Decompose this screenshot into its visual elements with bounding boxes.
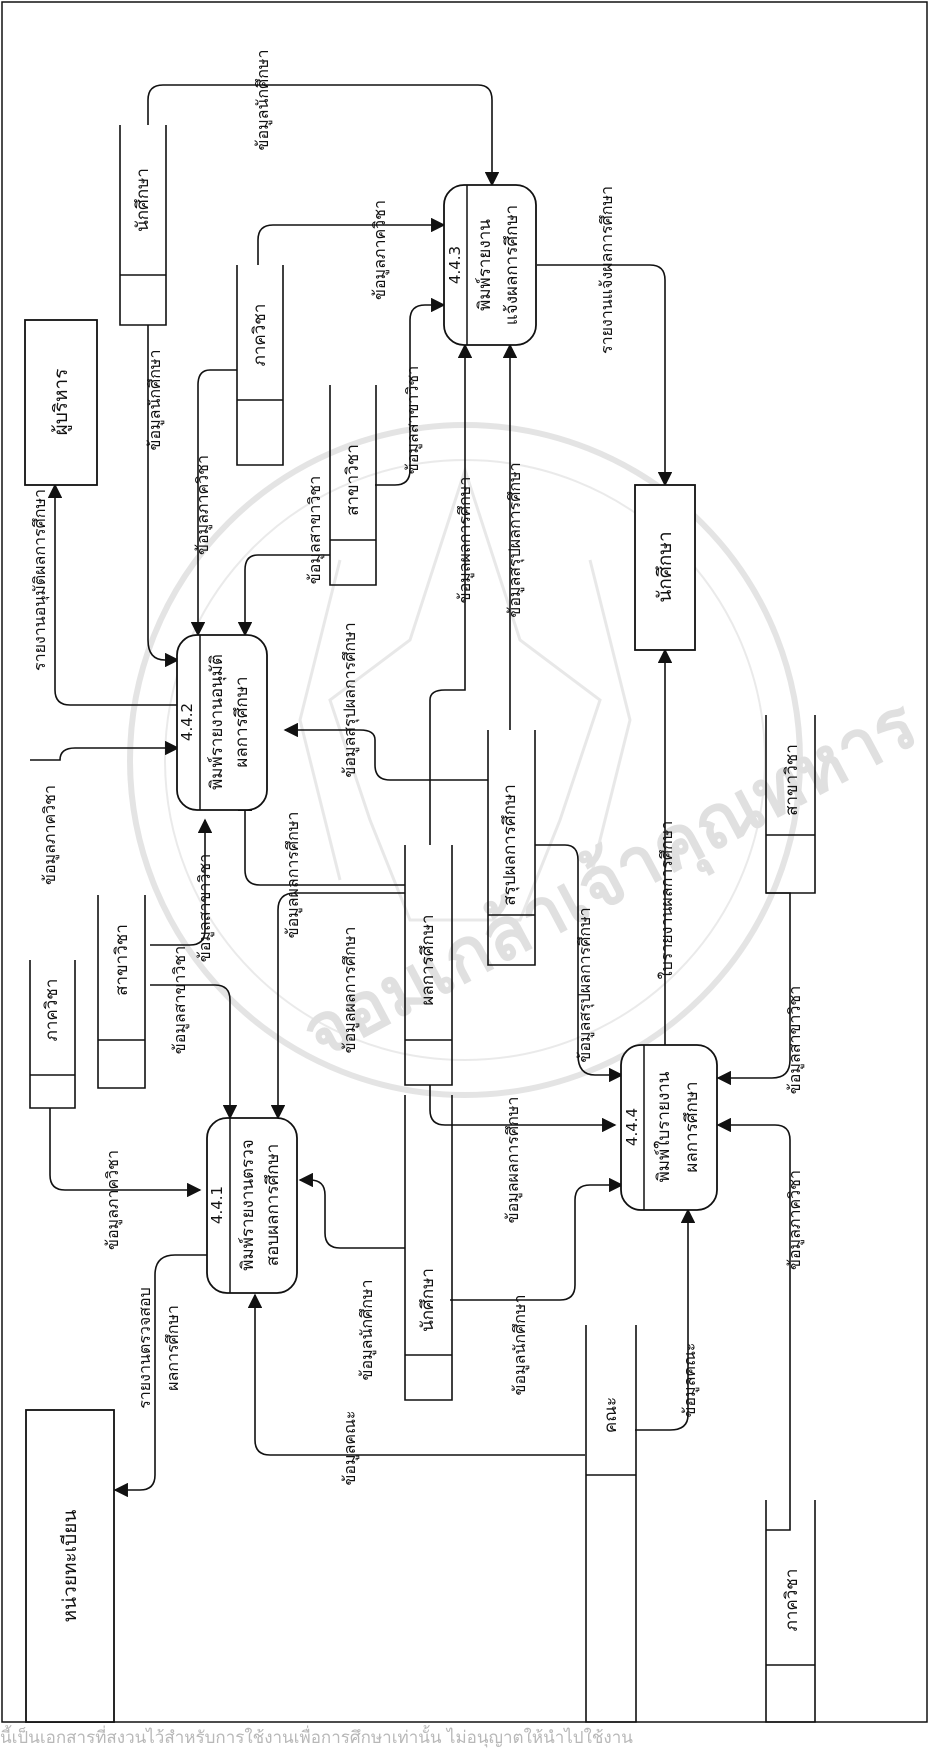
process-title-line1: พิมพ์รายงานอนุมัติ: [207, 654, 227, 790]
svg-text:ผลการศึกษา: ผลการศึกษา: [418, 914, 438, 1005]
flow-label: ข้อมูลผลการศึกษา: [340, 927, 360, 1054]
entity-executive: ผู้บริหาร: [24, 319, 98, 486]
process-id: 4.4.3: [446, 246, 464, 284]
store-grade-summary: สรุปผลการศึกษา: [487, 730, 536, 966]
process-title-line1: พิมพ์ใบรายงาน: [653, 1071, 674, 1182]
store-major-2: สาขาวิชา: [329, 385, 377, 586]
store-student-1: นักศึกษา: [404, 1095, 453, 1401]
footer-notice: นี้เป็นเอกสารที่สงวนไว้สำหรับการใช้งานเพ…: [0, 1728, 633, 1748]
flow-label: ข้อมูลนักศึกษา: [510, 1295, 530, 1396]
store-major-3: สาขาวิชา: [765, 715, 816, 894]
flow-label: ข้อมูลคณะ: [680, 1342, 700, 1417]
flow-label: ข้อมูลสาขาวิชา: [785, 986, 805, 1094]
flow-label: ข้อมูลภาควิชา: [40, 785, 60, 885]
process-title-line2: ผลการศึกษา: [232, 676, 252, 767]
flow-label: ข้อมูลสาขาวิชา: [305, 476, 325, 584]
process-id: 4.4.2: [178, 703, 196, 741]
process-4-4-3: 4.4.3 พิมพ์รายงาน แจ้งผลการศึกษา: [443, 184, 537, 346]
svg-text:ภาควิชา: ภาควิชา: [250, 304, 270, 367]
flow-label: ข้อมูลสาขาวิชา: [195, 854, 215, 962]
watermark-text: จอมเกล้าเจ้าคุณทหาร: [289, 681, 929, 1079]
flow-label: ข้อมูลภาควิชา: [193, 455, 213, 555]
store-grades: ผลการศึกษา: [404, 845, 453, 1086]
flow-label: ข้อมูลภาควิชา: [785, 1170, 805, 1270]
flow-label: ข้อมูลนักศึกษา: [145, 350, 165, 451]
flow-lines: [30, 84, 791, 1531]
process-id: 4.4.4: [623, 1108, 641, 1146]
process-title-line1: พิมพ์รายงาน: [475, 219, 495, 311]
flow-label: ข้อมูลคณะ: [340, 1410, 360, 1485]
svg-text:ภาควิชา: ภาควิชา: [42, 979, 62, 1042]
svg-text:ภาควิชา: ภาควิชา: [782, 1569, 802, 1632]
svg-text:สาขาวิชา: สาขาวิชา: [112, 924, 132, 996]
entity-student: นักศึกษา: [634, 484, 696, 651]
svg-text:คณะ: คณะ: [601, 1397, 621, 1433]
process-title-line2: สอบผลการศึกษา: [263, 1144, 283, 1267]
store-department-2: ภาควิชา: [236, 265, 284, 466]
process-title-line2: ผลการศึกษา: [682, 1081, 702, 1172]
flow-label: ข้อมูลนักศึกษา: [357, 1280, 377, 1381]
svg-text:สาขาวิชา: สาขาวิชา: [343, 444, 363, 516]
process-title-line2: แจ้งผลการศึกษา: [502, 205, 522, 325]
flow-label: ข้อมูลสรุปผลการศึกษา: [340, 622, 360, 777]
flow-label: ข้อมูลผลการศึกษา: [283, 812, 303, 939]
flow-label: รายงานอนุมัติผลการศึกษา: [30, 489, 50, 671]
store-major-1: สาขาวิชา: [97, 895, 146, 1089]
process-4-4-2: 4.4.2 พิมพ์รายงานอนุมัติ ผลการศึกษา: [176, 634, 268, 811]
flow-label: ข้อมูลนักศึกษา: [253, 50, 273, 151]
flow-label: รายงานตรวจสอบ: [135, 1287, 154, 1409]
flow-label: ข้อมูลสรุปผลการศึกษา: [575, 907, 595, 1062]
flow-label: ผลการศึกษา: [163, 1305, 182, 1391]
process-id: 4.4.1: [208, 1186, 226, 1224]
flow-label: ข้อมูลผลการศึกษา: [503, 1097, 523, 1224]
svg-text:ผู้บริหาร: ผู้บริหาร: [50, 369, 72, 436]
flow-labels: ข้อมูลภาควิชา ข้อมูลภาควิชา รายงานอนุมัต…: [30, 50, 805, 1486]
process-title-line1: พิมพ์รายงานตรวจ: [238, 1139, 258, 1270]
flow-label: ข้อมูลผลการศึกษา: [455, 477, 475, 604]
flow-label: ข้อมูลภาควิชา: [370, 200, 390, 300]
flow-label: ใบรายงานผลการศึกษา: [657, 821, 676, 979]
flow-label: ข้อมูลสาขาวิชา: [403, 366, 423, 474]
svg-text:นักศึกษา: นักศึกษา: [654, 531, 676, 602]
svg-text:นักศึกษา: นักศึกษา: [133, 168, 153, 232]
flow-label: รายงานแจ้งผลการศึกษา: [597, 186, 616, 354]
flow-label: ข้อมูลสาขาวิชา: [170, 946, 190, 1054]
process-4-4-4: 4.4.4 พิมพ์ใบรายงาน ผลการศึกษา: [620, 1044, 718, 1211]
store-department-3: ภาควิชา: [765, 1500, 816, 1723]
svg-text:สาขาวิชา: สาขาวิชา: [782, 744, 802, 816]
svg-text:หน่วยทะเบียน: หน่วยทะเบียน: [59, 1510, 81, 1623]
store-student-2: นักศึกษา: [119, 125, 167, 326]
store-faculty: คณะ: [585, 1325, 637, 1723]
flow-label: ข้อมูลสรุปผลการศึกษา: [505, 462, 525, 617]
process-4-4-1: 4.4.1 พิมพ์รายงานตรวจ สอบผลการศึกษา: [206, 1117, 298, 1294]
entity-registrar: หน่วยทะเบียน: [25, 1409, 115, 1723]
svg-text:สรุปผลการศึกษา: สรุปผลการศึกษา: [500, 784, 520, 905]
store-department-1: ภาควิชา: [29, 960, 76, 1109]
flow-label: ข้อมูลภาควิชา: [103, 1150, 123, 1250]
svg-text:นักศึกษา: นักศึกษา: [418, 1268, 438, 1332]
